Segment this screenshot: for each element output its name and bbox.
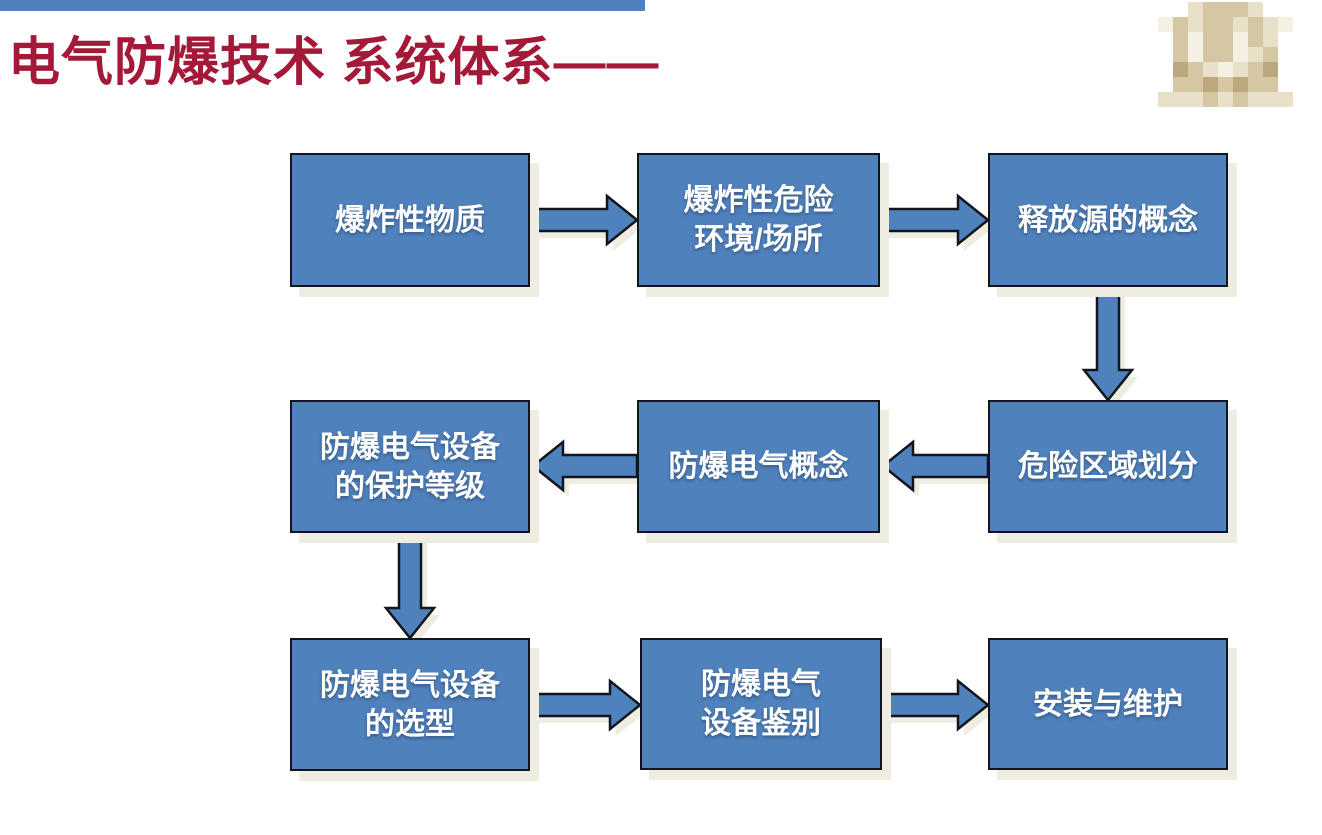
logo-pixel bbox=[1218, 92, 1233, 107]
flow-node-label: 的保护等级 bbox=[335, 469, 485, 503]
logo-pixel bbox=[1218, 2, 1233, 17]
flow-node-label: 安装与维护 bbox=[1033, 687, 1183, 721]
logo-pixel bbox=[1173, 92, 1188, 107]
logo-pixel bbox=[1263, 77, 1278, 92]
logo-pixel bbox=[1248, 77, 1263, 92]
logo-pixel bbox=[1203, 17, 1218, 32]
logo-pixel bbox=[1188, 47, 1203, 62]
logo-pixel bbox=[1263, 62, 1278, 77]
logo-pixel bbox=[1158, 92, 1173, 107]
logo-pixel bbox=[1218, 77, 1233, 92]
logo-pixel bbox=[1218, 62, 1233, 77]
logo-pixel bbox=[1263, 47, 1278, 62]
logo-image bbox=[1143, 2, 1293, 107]
logo-pixel bbox=[1173, 17, 1188, 32]
flow-node-n2: 爆炸性危险环境/场所 bbox=[637, 153, 880, 287]
flow-arrow-a1 bbox=[531, 193, 640, 247]
flow-arrow-a3 bbox=[1081, 285, 1135, 403]
logo-pixel bbox=[1203, 2, 1218, 17]
flow-arrow-a4 bbox=[880, 439, 990, 493]
logo-pixel bbox=[1203, 92, 1218, 107]
logo-pixel bbox=[1173, 32, 1188, 47]
flow-node-label: 防爆电气 bbox=[701, 668, 821, 701]
flow-node-label: 防爆电气概念 bbox=[668, 450, 849, 483]
logo-pixel bbox=[1188, 77, 1203, 92]
logo-pixel bbox=[1263, 92, 1278, 107]
flow-node-label: 释放源的概念 bbox=[1018, 203, 1198, 237]
logo-pixel bbox=[1188, 92, 1203, 107]
logo-pixel bbox=[1248, 17, 1263, 32]
logo-pixel bbox=[1233, 32, 1248, 47]
flow-node-label: 环境/场所 bbox=[694, 223, 823, 256]
logo-pixel bbox=[1263, 17, 1278, 32]
logo-pixel bbox=[1173, 47, 1188, 62]
flow-node-label: 防爆电气设备 bbox=[320, 430, 500, 464]
logo-pixel bbox=[1188, 17, 1203, 32]
logo-pixel bbox=[1203, 77, 1218, 92]
logo-pixel bbox=[1203, 32, 1218, 47]
flow-node-label: 爆炸性物质 bbox=[335, 203, 485, 237]
page-title: 电气防爆技术 系统体系—— bbox=[8, 34, 660, 92]
flow-node-label: 爆炸性危险 bbox=[683, 184, 834, 217]
logo-pixel bbox=[1263, 32, 1278, 47]
logo-pixel bbox=[1218, 47, 1233, 62]
logo-pixel bbox=[1158, 17, 1173, 32]
flow-node-label: 设备鉴别 bbox=[701, 707, 821, 740]
flow-node-label: 危险区域划分 bbox=[1018, 450, 1198, 483]
flow-node-n7: 防爆电气设备的选型 bbox=[290, 638, 530, 771]
flow-arrow-a8 bbox=[883, 678, 991, 732]
logo-pixel bbox=[1248, 32, 1263, 47]
flow-arrow-a2 bbox=[881, 193, 991, 247]
logo-pixel bbox=[1173, 62, 1188, 77]
logo-pixel bbox=[1233, 92, 1248, 107]
flow-node-n4: 危险区域划分 bbox=[988, 400, 1228, 533]
logo-pixel bbox=[1203, 62, 1218, 77]
logo-pixel bbox=[1248, 62, 1263, 77]
logo-pixel bbox=[1248, 92, 1263, 107]
logo-pixel bbox=[1233, 62, 1248, 77]
logo-pixel bbox=[1278, 92, 1293, 107]
logo-pixel bbox=[1173, 77, 1188, 92]
logo-pixel bbox=[1188, 32, 1203, 47]
logo-pixel bbox=[1278, 17, 1293, 32]
logo-pixel bbox=[1218, 17, 1233, 32]
logo-pixel bbox=[1233, 77, 1248, 92]
logo-pixel bbox=[1218, 32, 1233, 47]
top-accent-bar bbox=[0, 0, 645, 11]
flow-node-n1: 爆炸性物质 bbox=[290, 153, 530, 287]
flow-node-n8: 防爆电气设备鉴别 bbox=[640, 638, 882, 770]
flow-arrow-a6 bbox=[383, 531, 437, 641]
flow-arrow-a5 bbox=[530, 439, 639, 493]
flow-node-n6: 防爆电气设备的保护等级 bbox=[290, 400, 530, 533]
flow-node-n3: 释放源的概念 bbox=[988, 153, 1228, 287]
logo-pixel bbox=[1233, 47, 1248, 62]
flow-arrow-a7 bbox=[531, 678, 643, 732]
logo-pixel bbox=[1188, 62, 1203, 77]
logo-pixel bbox=[1233, 17, 1248, 32]
flow-node-label: 防爆电气设备 bbox=[320, 668, 500, 702]
logo-pixel bbox=[1188, 2, 1203, 17]
flow-node-n5: 防爆电气概念 bbox=[637, 400, 880, 533]
logo-pixel bbox=[1248, 2, 1263, 17]
flow-node-n9: 安装与维护 bbox=[988, 638, 1228, 770]
logo-pixel bbox=[1233, 2, 1248, 17]
flow-node-label: 的选型 bbox=[365, 707, 455, 741]
logo-pixel bbox=[1248, 47, 1263, 62]
logo-pixel bbox=[1203, 47, 1218, 62]
